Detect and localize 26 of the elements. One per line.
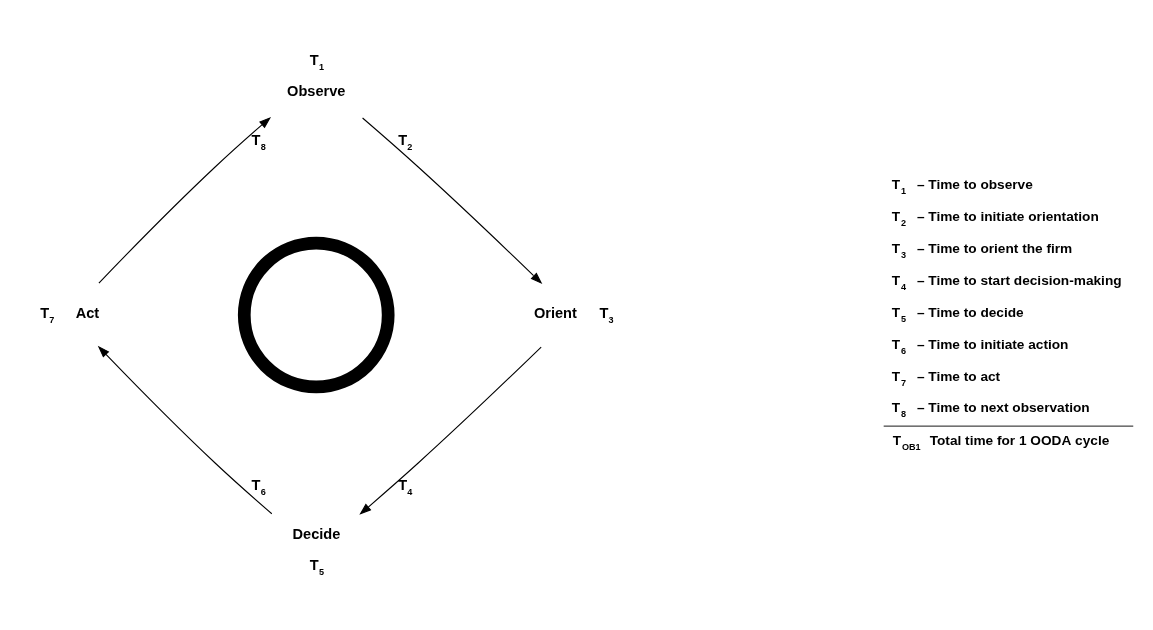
label: T$_{4}$ – Time to start decision-making: [891, 272, 1122, 292]
arrow: [359, 346, 542, 515]
arrow: [97, 345, 273, 515]
label: T$_{7}$ – Time to act: [891, 368, 1001, 388]
edge-label: T$_{8}$: [251, 131, 266, 152]
node-text: Orient: [533, 304, 577, 321]
arrow: [362, 117, 543, 285]
arrow: [98, 116, 272, 284]
edge-label: T$_{2}$: [398, 131, 413, 152]
node-label: T$_{3}$: [599, 304, 614, 325]
node-label: T$_{7}$: [40, 304, 55, 325]
label: T$_{5}$ – Time to decide: [891, 304, 1024, 324]
edge-label: T$_{6}$: [251, 477, 266, 498]
label: T$_{2}$ – Time to initiate orientation: [891, 209, 1099, 229]
edge-label: T$_{4}$: [398, 477, 413, 498]
label: T$_{8}$ – Time to next observation: [891, 400, 1090, 420]
node-circle: [237, 236, 395, 394]
label: T$_{6}$ – Time to initiate action: [891, 336, 1069, 356]
label: T$_{OB1}$ Total time for 1 OODA cycle: [892, 433, 1110, 453]
node-label: T$_{5}$: [309, 557, 325, 578]
node-text: Observe: [287, 82, 346, 99]
node-text: Decide: [292, 526, 341, 543]
node-text: Act: [75, 304, 100, 321]
label: T$_{1}$ – Time to observe: [891, 177, 1033, 197]
node-label: T$_{1}$: [309, 51, 325, 72]
label: T$_{3}$ – Time to orient the firm: [891, 241, 1073, 261]
